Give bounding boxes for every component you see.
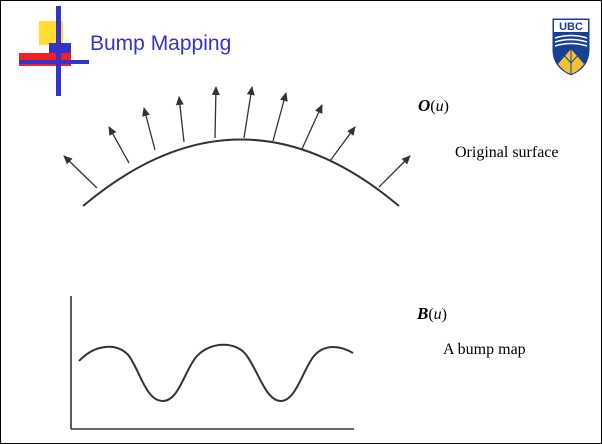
bump-map-curve — [78, 343, 354, 403]
logo-text: UBC — [559, 21, 583, 33]
original-surface-symbol: O(u) — [418, 96, 449, 115]
surface-normals — [63, 86, 411, 189]
normal-arrow — [301, 104, 323, 150]
normal-arrow — [211, 86, 220, 139]
normal-arrow — [329, 126, 356, 162]
bump-map-caption: A bump map — [443, 341, 526, 358]
bump-map-axes — [70, 296, 354, 430]
original-surface-curve — [82, 138, 400, 207]
normal-arrow — [142, 107, 156, 151]
normal-arrow — [378, 155, 411, 188]
slide-title: Bump Mapping — [90, 32, 232, 55]
corner-decoration-icon — [19, 6, 89, 96]
ubc-logo-icon: UBC — [551, 17, 591, 77]
original-surface-caption: Original surface — [455, 144, 559, 161]
normal-arrow — [243, 86, 255, 139]
normal-arrow — [108, 126, 130, 164]
normal-arrow — [63, 155, 98, 189]
normal-arrow — [272, 92, 288, 142]
bump-map-symbol: B(u) — [416, 304, 447, 323]
normal-arrow — [175, 96, 185, 143]
